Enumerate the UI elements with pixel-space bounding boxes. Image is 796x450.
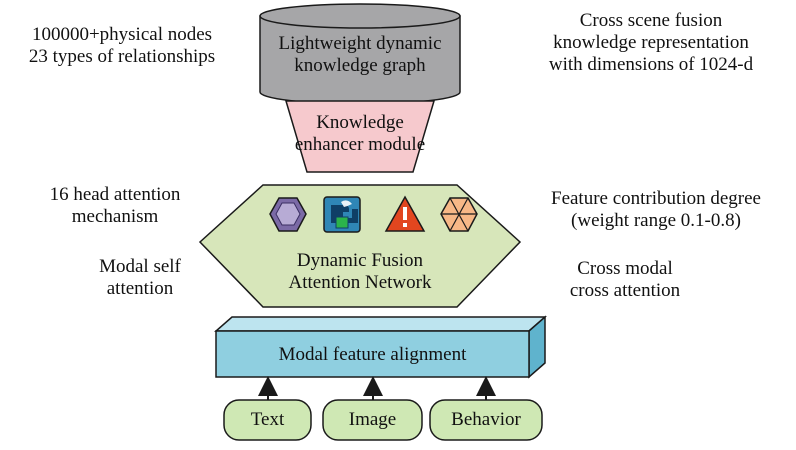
enhancer-module-shape — [284, 100, 436, 173]
feature-contribution-line1: Feature contribution degree — [551, 188, 761, 209]
self-attention-line2: attention — [106, 278, 174, 299]
attention-heads-line2: mechanism — [71, 206, 159, 227]
puzzle-icon — [323, 196, 361, 233]
enhancer-line2: enhancer module — [294, 134, 426, 155]
cross-scene-line1: Cross scene fusion — [579, 10, 723, 31]
feature-contribution-note: Feature contribution degree (weight rang… — [518, 188, 794, 232]
graph-stats-note: 100000+physical nodes 23 types of relati… — [2, 24, 242, 68]
behavior-input-box — [429, 399, 543, 441]
text-input-box — [223, 399, 312, 441]
segmented-hexagon-icon — [440, 197, 478, 232]
knowledge-graph-cylinder — [259, 3, 461, 105]
knowledge-graph-label: Lightweight dynamic knowledge graph — [260, 33, 460, 77]
self-attention-note: Modal self attention — [70, 256, 210, 300]
cross-attention-line1: Cross modal — [577, 258, 673, 279]
knowledge-graph-line2: knowledge graph — [294, 55, 426, 76]
attention-heads-line1: 16 head attention — [49, 184, 181, 205]
graph-stats-line1: 100000+physical nodes — [31, 24, 213, 45]
input-text-label: Text — [250, 409, 285, 430]
cross-scene-note: Cross scene fusion knowledge representat… — [520, 10, 782, 76]
fusion-network-line1: Dynamic Fusion — [296, 250, 424, 271]
hexagon-icon — [269, 197, 307, 232]
enhancer-line1: Knowledge — [316, 112, 404, 133]
warning-icon — [384, 195, 426, 232]
alignment-label: Modal feature alignment — [278, 344, 467, 365]
enhancer-label: Knowledge enhancer module — [286, 112, 434, 156]
knowledge-graph-line1: Lightweight dynamic — [278, 33, 442, 54]
alignment-box — [214, 315, 547, 379]
input-image-label: Image — [348, 409, 397, 430]
cross-scene-line2: knowledge representation — [553, 32, 749, 53]
fusion-network-line2: Attention Network — [288, 272, 432, 293]
graph-stats-line2: 23 types of relationships — [28, 46, 216, 67]
self-attention-line1: Modal self — [99, 256, 181, 277]
feature-contribution-line2: (weight range 0.1-0.8) — [571, 210, 741, 231]
cross-attention-note: Cross modal cross attention — [540, 258, 710, 302]
cross-attention-line2: cross attention — [569, 280, 681, 301]
image-input-box — [322, 399, 423, 441]
cross-scene-line3: with dimensions of 1024-d — [548, 54, 754, 75]
input-behavior-label: Behavior — [451, 409, 521, 430]
attention-heads-note: 16 head attention mechanism — [20, 184, 210, 228]
fusion-network-label: Dynamic Fusion Attention Network — [260, 250, 460, 294]
